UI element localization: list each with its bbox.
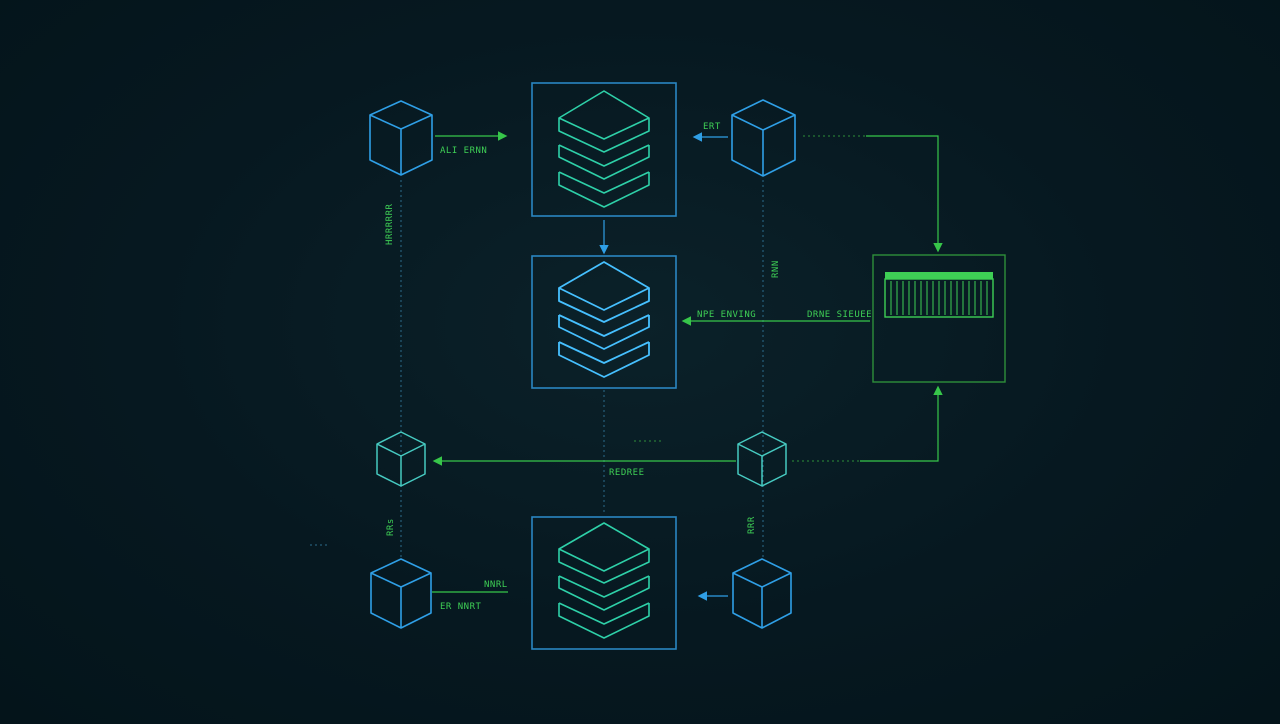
- storage-node-top[interactable]: [531, 82, 677, 217]
- cube-icon: [370, 558, 432, 629]
- arrow-top-to-rack: [866, 135, 943, 253]
- label-left-vertical: HRRRRRR: [385, 203, 395, 245]
- cube-icon: [376, 431, 426, 487]
- label-bottom-left-vertical: RRs: [386, 518, 396, 536]
- arrow-to-rack-bottom: [860, 385, 943, 462]
- database-stack-icon: [558, 90, 650, 208]
- label-bottom-right-vertical: RRR: [747, 516, 757, 534]
- database-stack-icon: [558, 522, 650, 639]
- label-top-right-link: ERT: [703, 122, 721, 132]
- label-bottom-left-top: NNRL: [484, 580, 508, 590]
- label-center-link: REDREE: [609, 468, 645, 478]
- storage-node-bottom[interactable]: [531, 516, 677, 650]
- cube-node-top-right[interactable]: [731, 99, 796, 177]
- server-rack-node[interactable]: [872, 254, 1006, 383]
- cube-icon: [732, 558, 792, 629]
- cube-node-mid-left[interactable]: [376, 431, 426, 487]
- label-right-vertical: RNN: [771, 260, 781, 278]
- cube-icon: [369, 100, 433, 176]
- server-rack-icon: [884, 272, 994, 318]
- cube-node-bottom-left[interactable]: [370, 558, 432, 629]
- cube-node-mid-right[interactable]: [737, 431, 787, 487]
- cube-icon: [731, 99, 796, 177]
- cube-icon: [737, 431, 787, 487]
- database-stack-icon: [558, 261, 650, 378]
- cube-node-top-left[interactable]: [369, 100, 433, 176]
- storage-node-middle[interactable]: [531, 255, 677, 389]
- label-mid-left-link: NPE ENVING: [697, 310, 756, 320]
- label-bottom-left-bottom: ER NNRT: [440, 602, 482, 612]
- cube-node-bottom-right[interactable]: [732, 558, 792, 629]
- label-mid-right-link: DRNE SIEUEE: [807, 310, 872, 320]
- label-top-left-link: ALI ERNN: [440, 146, 487, 156]
